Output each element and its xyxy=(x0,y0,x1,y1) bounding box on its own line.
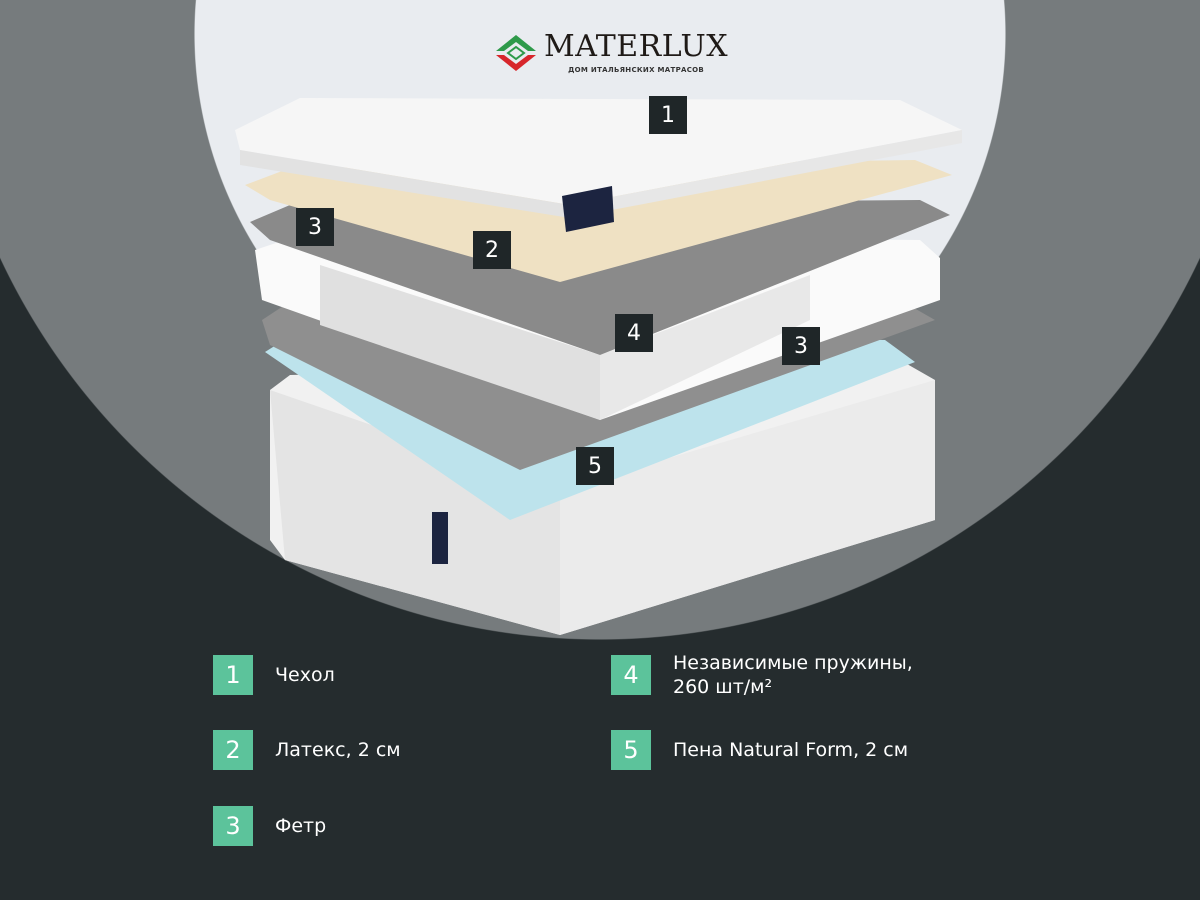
legend-number: 5 xyxy=(611,730,651,770)
brand-label xyxy=(562,186,614,232)
brand-tagline: ДОМ ИТАЛЬЯНСКИХ МАТРАСОВ xyxy=(568,66,705,74)
layer-tag-3b: 3 xyxy=(782,327,820,365)
legend-text: Латекс, 2 см xyxy=(275,739,401,761)
legend-item-4: 4 Независимые пружины, 260 шт/м² xyxy=(611,652,913,699)
brand-logo: MATERLUX ДОМ ИТАЛЬЯНСКИХ МАТРАСОВ xyxy=(494,32,728,74)
layer-tag-4: 4 xyxy=(615,314,653,352)
legend-item-2: 2 Латекс, 2 см xyxy=(213,730,401,770)
legend-text: Пена Natural Form, 2 см xyxy=(673,739,909,761)
legend-text: Независимые пружины, xyxy=(673,652,913,674)
legend-item-1: 1 Чехол xyxy=(213,655,335,695)
legend-number: 4 xyxy=(611,655,651,695)
layer-tag-5: 5 xyxy=(576,447,614,485)
legend-text: Чехол xyxy=(275,664,335,686)
legend-number: 2 xyxy=(213,730,253,770)
logo-mark-icon xyxy=(496,35,536,71)
layer-tag-3: 3 xyxy=(296,208,334,246)
layer-tag-2: 2 xyxy=(473,231,511,269)
legend-item-3: 3 Фетр xyxy=(213,806,326,846)
layer-tag-1: 1 xyxy=(649,96,687,134)
brand-label xyxy=(432,512,448,564)
legend-text: Фетр xyxy=(275,815,327,837)
legend-text-2: 260 шт/м² xyxy=(673,676,773,698)
brand-name: MATERLUX xyxy=(544,29,729,64)
legend-item-5: 5 Пена Natural Form, 2 см xyxy=(611,730,908,770)
layer-cover xyxy=(235,98,962,232)
legend-number: 1 xyxy=(213,655,253,695)
legend-number: 3 xyxy=(213,806,253,846)
